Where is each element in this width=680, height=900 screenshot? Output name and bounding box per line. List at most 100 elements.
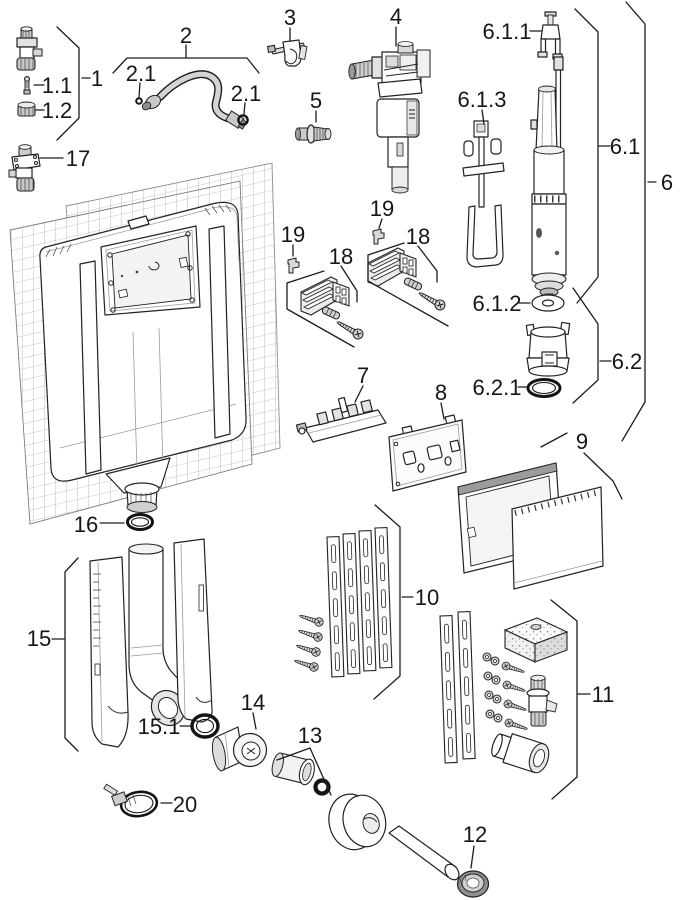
bracket-10 [373, 504, 401, 700]
part-14-elbow-connector [211, 726, 268, 772]
tank-outlet [105, 457, 171, 513]
label-3: 3 [284, 5, 296, 30]
label-6-1-1: 6.1.1 [483, 19, 532, 44]
leader-19b [378, 218, 383, 229]
flush-pipe-extension [328, 793, 460, 881]
label-1: 1 [91, 66, 103, 91]
part-6.2-valve-seat [525, 321, 571, 377]
part-16-seal-ring [126, 513, 154, 531]
label-6-2: 6.2 [612, 349, 643, 374]
label-6-1-2: 6.1.2 [473, 291, 522, 316]
label-18b: 18 [406, 224, 430, 249]
label-6-1: 6.1 [610, 134, 641, 159]
part-1-angle-valve [16, 26, 43, 71]
label-16: 16 [74, 512, 98, 537]
bracket-18b [367, 242, 449, 327]
part-18-dowel-right [402, 276, 424, 292]
leader-6-1-3 [481, 109, 485, 125]
leader-12 [470, 845, 475, 869]
part-15.1-o-ring [190, 713, 220, 739]
part-number-labels: 1 1.1 1.2 17 2 2.1 2.1 3 4 5 6.1.1 6.1.3… [27, 4, 673, 847]
label-14: 14 [241, 690, 265, 715]
label-5: 5 [310, 88, 322, 113]
tank-strip-left [79, 260, 102, 475]
part-19-clip-left [287, 257, 300, 274]
part-11-cylinder [491, 733, 550, 774]
label-2-1b: 2.1 [231, 81, 262, 106]
label-1-1: 1.1 [42, 73, 73, 98]
bracket-18a [286, 270, 355, 348]
part-18-screw-left [334, 317, 366, 342]
part-19-clip-right [372, 228, 385, 245]
part-18-dowel-left [320, 305, 342, 321]
part-15-flush-bend-set [89, 538, 213, 748]
part-7-lever-unit [295, 396, 387, 443]
part-1.1-valve-insert [23, 75, 31, 95]
label-6-2-1: 6.2.1 [473, 375, 522, 400]
part-1.2-union-nut [17, 101, 36, 117]
part-9-access-box [457, 462, 604, 590]
bracket-6-1 [574, 8, 599, 304]
label-18a: 18 [329, 244, 353, 269]
tank-strip-right [208, 225, 231, 439]
leader-2-1b [243, 102, 246, 115]
part-6.1.1-lifter-fork [537, 11, 563, 60]
part-6.1.3-valve-basket [462, 120, 505, 268]
leader-lines [33, 1, 657, 869]
label-19b: 19 [370, 196, 394, 221]
bracket-9 [540, 432, 623, 500]
bracket-2 [112, 57, 260, 74]
label-1-2: 1.2 [42, 98, 73, 123]
leader-8 [440, 402, 445, 420]
part-2.1-seal-right [237, 114, 249, 126]
label-6-1-3: 6.1.3 [458, 87, 507, 112]
label-6: 6 [661, 170, 673, 195]
label-9: 9 [576, 429, 588, 454]
bracket-6 [621, 1, 646, 442]
label-10: 10 [415, 585, 439, 610]
label-13: 13 [298, 723, 322, 748]
leader-18a [340, 265, 358, 303]
part-8-protection-plate [388, 414, 467, 492]
label-2-1a: 2.1 [126, 61, 157, 86]
part-11-fastening-set [439, 611, 569, 774]
leader-2-1a [138, 82, 141, 98]
bracket-11 [550, 599, 578, 800]
label-8: 8 [435, 380, 447, 405]
part-4-fill-valve [348, 41, 431, 194]
label-19a: 19 [281, 222, 305, 247]
bracket-6-2 [572, 287, 599, 404]
part-3-mounting-clip [266, 39, 308, 67]
bracket-13 [276, 747, 332, 796]
part-11-valve [526, 674, 558, 727]
access-window [100, 225, 201, 316]
label-4: 4 [390, 4, 402, 29]
label-12: 12 [463, 822, 487, 847]
cistern-tank [39, 201, 247, 513]
part-12-seal-ring [456, 870, 490, 898]
part-5-connection-nipple [294, 124, 332, 144]
label-15-1: 15.1 [138, 714, 181, 739]
part-2.1-seal-left [135, 97, 143, 105]
part-20-hose-clamp [103, 783, 159, 818]
leader-7 [354, 385, 364, 403]
label-20: 20 [173, 792, 197, 817]
part-17-angle-valve [8, 144, 41, 192]
label-11: 11 [592, 682, 615, 707]
label-17: 17 [66, 146, 90, 171]
part-10-protection-strips [292, 527, 393, 678]
label-15: 15 [27, 626, 51, 651]
part-6.2.1-o-ring [526, 378, 562, 398]
part-13-o-ring [313, 778, 331, 796]
bracket-15 [64, 557, 79, 752]
part-18-screw-right [416, 288, 448, 313]
leader-18b [417, 245, 438, 283]
part-13-sleeve-set [271, 752, 331, 796]
leader-14 [252, 712, 257, 730]
part-6.1.2-washer [531, 294, 565, 312]
label-2: 2 [180, 23, 192, 48]
bracket-1 [56, 26, 80, 141]
label-7: 7 [357, 363, 369, 388]
